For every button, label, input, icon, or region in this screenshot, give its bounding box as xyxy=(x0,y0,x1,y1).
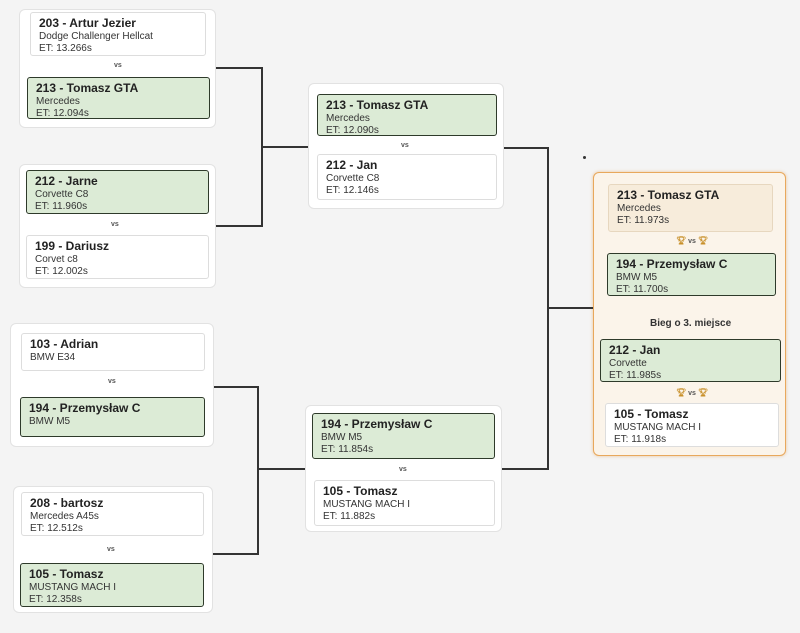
entry-car: Corvette C8 xyxy=(326,173,380,184)
final-vs: 🏆︎ vs 🏆︎ xyxy=(676,236,708,245)
connector-line xyxy=(547,307,593,309)
connector-line xyxy=(216,225,263,227)
entry-r1-1-top[interactable]: 203 - Artur Jezier Dodge Challenger Hell… xyxy=(30,12,206,56)
match-r2-1: 213 - Tomasz GTA Mercedes ET: 12.090s vs… xyxy=(308,83,504,209)
connector-line xyxy=(213,553,259,555)
entry-name: 103 - Adrian xyxy=(30,337,99,351)
vs-label: vs xyxy=(399,466,407,473)
entry-final-top[interactable]: 213 - Tomasz GTA Mercedes ET: 11.973s xyxy=(608,184,773,232)
connector-line xyxy=(502,468,549,470)
entry-name: 213 - Tomasz GTA xyxy=(36,81,139,95)
entry-r2-2-top[interactable]: 194 - Przemysław C BMW M5 ET: 11.854s xyxy=(312,413,495,459)
entry-name: 203 - Artur Jezier xyxy=(39,16,136,30)
entry-third-bottom[interactable]: 105 - Tomasz MUSTANG MACH I ET: 11.918s xyxy=(605,403,779,447)
trophy-icon: 🏆︎ xyxy=(697,388,709,397)
entry-et: ET: 12.146s xyxy=(326,185,379,196)
entry-car: Mercedes A45s xyxy=(30,511,99,522)
entry-name: 105 - Tomasz xyxy=(323,484,398,498)
entry-name: 212 - Jarne xyxy=(35,174,98,188)
entry-name: 194 - Przemysław C xyxy=(616,257,728,271)
trophy-icon: 🏆︎ xyxy=(676,236,687,245)
entry-car: Mercedes xyxy=(617,203,661,214)
entry-final-bottom[interactable]: 194 - Przemysław C BMW M5 ET: 11.700s xyxy=(607,253,776,296)
entry-car: Mercedes xyxy=(326,113,370,124)
final-match: 213 - Tomasz GTA Mercedes ET: 11.973s 🏆︎… xyxy=(593,172,786,456)
entry-name: 194 - Przemysław C xyxy=(321,417,433,431)
entry-r1-3-bottom[interactable]: 194 - Przemysław C BMW M5 xyxy=(20,397,205,437)
entry-r1-4-bottom[interactable]: 105 - Tomasz MUSTANG MACH I ET: 12.358s xyxy=(20,563,204,607)
entry-et: ET: 12.512s xyxy=(30,523,83,534)
entry-car: BMW M5 xyxy=(29,416,71,427)
match-r1-2: 212 - Jarne Corvette C8 ET: 11.960s vs 1… xyxy=(19,164,216,288)
entry-et: ET: 12.358s xyxy=(29,594,82,605)
connector-line xyxy=(257,468,305,470)
vs-label: vs xyxy=(688,390,696,397)
entry-name: 105 - Tomasz xyxy=(29,567,104,581)
entry-car: MUSTANG MACH I xyxy=(29,582,117,593)
match-r2-2: 194 - Przemysław C BMW M5 ET: 11.854s vs… xyxy=(305,405,502,532)
vs-label: vs xyxy=(688,238,696,245)
entry-third-top[interactable]: 212 - Jan Corvette ET: 11.985s xyxy=(600,339,781,382)
trophy-icon: 🏆︎ xyxy=(697,236,709,245)
entry-car: Dodge Challenger Hellcat xyxy=(39,31,153,42)
entry-car: Corvet c8 xyxy=(35,254,78,265)
connector-line xyxy=(214,386,259,388)
entry-name: 213 - Tomasz GTA xyxy=(617,188,720,202)
vs-label: vs xyxy=(111,221,119,228)
entry-name: 212 - Jan xyxy=(326,158,378,172)
entry-name: 194 - Przemysław C xyxy=(29,401,141,415)
entry-r1-1-bottom[interactable]: 213 - Tomasz GTA Mercedes ET: 12.094s xyxy=(27,77,210,119)
third-vs: 🏆︎ vs 🏆︎ xyxy=(676,388,708,397)
entry-name: 199 - Dariusz xyxy=(35,239,110,253)
match-r1-3: 103 - Adrian BMW E34 vs 194 - Przemysław… xyxy=(10,323,214,447)
entry-name: 105 - Tomasz xyxy=(614,407,689,421)
entry-et: ET: 11.918s xyxy=(614,434,667,445)
trophy-icon: 🏆︎ xyxy=(676,388,687,397)
entry-name: 212 - Jan xyxy=(609,343,661,357)
entry-et: ET: 12.090s xyxy=(326,125,379,136)
vs-label: vs xyxy=(107,546,115,553)
entry-r2-1-bottom[interactable]: 212 - Jan Corvette C8 ET: 12.146s xyxy=(317,154,497,200)
entry-car: MUSTANG MACH I xyxy=(614,422,702,433)
connector-line xyxy=(257,386,259,555)
entry-r1-2-top[interactable]: 212 - Jarne Corvette C8 ET: 11.960s xyxy=(26,170,209,214)
entry-et: ET: 11.854s xyxy=(321,444,374,455)
entry-et: ET: 11.700s xyxy=(616,284,669,295)
entry-et: ET: 11.973s xyxy=(617,215,670,226)
entry-car: Mercedes xyxy=(36,96,80,107)
entry-r2-1-top[interactable]: 213 - Tomasz GTA Mercedes ET: 12.090s xyxy=(317,94,497,136)
entry-name: 208 - bartosz xyxy=(30,496,104,510)
entry-et: ET: 13.266s xyxy=(39,43,92,54)
vs-label: vs xyxy=(108,378,116,385)
connector-line xyxy=(216,67,263,69)
entry-car: MUSTANG MACH I xyxy=(323,499,411,510)
entry-et: ET: 12.094s xyxy=(36,108,89,119)
entry-et: ET: 12.002s xyxy=(35,266,88,277)
match-r1-4: 208 - bartosz Mercedes A45s ET: 12.512s … xyxy=(13,486,213,613)
entry-et: ET: 11.960s xyxy=(35,201,88,212)
entry-car: BMW M5 xyxy=(321,432,363,443)
entry-r1-3-top[interactable]: 103 - Adrian BMW E34 xyxy=(21,333,205,371)
match-r1-1: 203 - Artur Jezier Dodge Challenger Hell… xyxy=(19,9,216,128)
third-place-label: Bieg o 3. miejsce xyxy=(650,318,732,329)
entry-car: Corvette xyxy=(609,358,647,369)
entry-et: ET: 11.985s xyxy=(609,370,662,381)
entry-r1-2-bottom[interactable]: 199 - Dariusz Corvet c8 ET: 12.002s xyxy=(26,235,209,279)
connector-dot xyxy=(583,156,586,159)
vs-label: vs xyxy=(401,142,409,149)
entry-car: Corvette C8 xyxy=(35,189,89,200)
vs-label: vs xyxy=(114,62,122,69)
entry-r1-4-top[interactable]: 208 - bartosz Mercedes A45s ET: 12.512s xyxy=(21,492,204,536)
connector-line xyxy=(504,147,549,149)
entry-r2-2-bottom[interactable]: 105 - Tomasz MUSTANG MACH I ET: 11.882s xyxy=(314,480,495,526)
entry-car: BMW E34 xyxy=(30,352,76,363)
connector-line xyxy=(261,146,308,148)
entry-car: BMW M5 xyxy=(616,272,658,283)
entry-name: 213 - Tomasz GTA xyxy=(326,98,429,112)
entry-et: ET: 11.882s xyxy=(323,511,376,522)
